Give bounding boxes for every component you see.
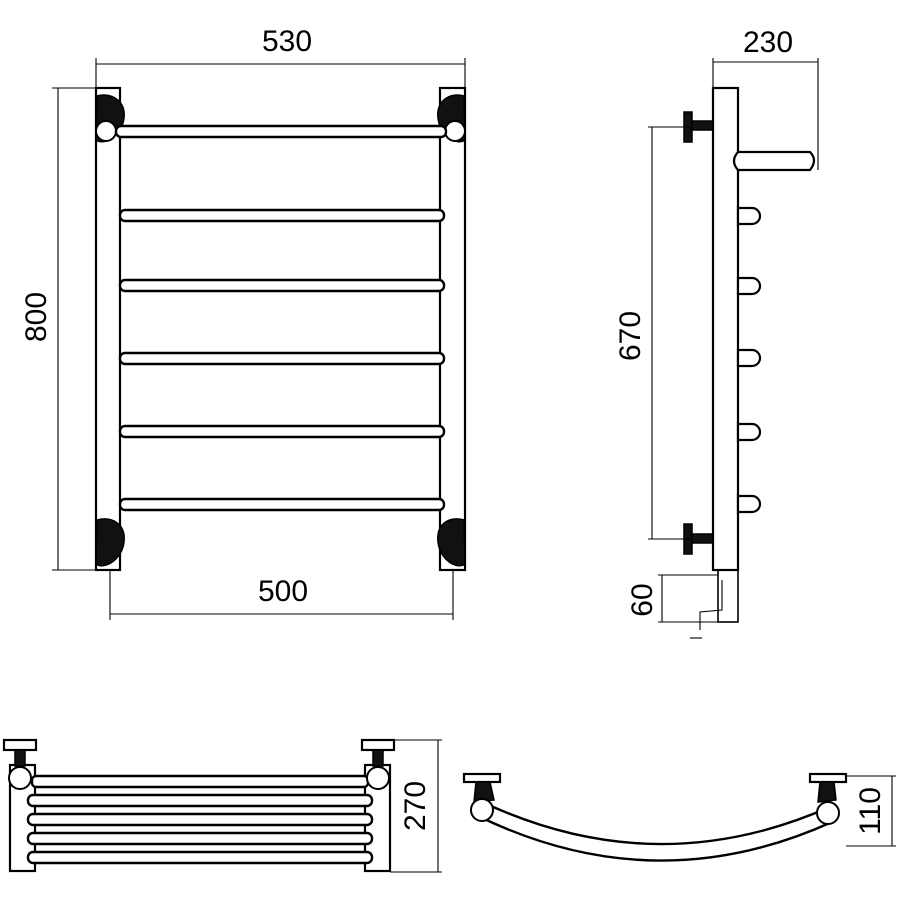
bracket-bottom-left bbox=[95, 518, 125, 567]
left-post bbox=[94, 86, 122, 572]
top-view-arc-rail bbox=[476, 798, 834, 862]
dim-label-800: 800 bbox=[20, 292, 53, 342]
dim-label-60: 60 bbox=[626, 583, 659, 616]
top-view-left-stem bbox=[473, 781, 495, 803]
dim-label-230: 230 bbox=[743, 26, 793, 59]
side-rail-end-3 bbox=[736, 348, 762, 368]
top-view: 110 bbox=[462, 772, 896, 862]
dim-label-670: 670 bbox=[614, 311, 647, 361]
dim-label-270: 270 bbox=[399, 781, 432, 831]
bracket-bottom-right bbox=[437, 518, 466, 567]
side-post bbox=[711, 86, 740, 572]
bracket-cap-top-left bbox=[95, 120, 117, 142]
dim-label-110: 110 bbox=[854, 787, 887, 835]
bracket-cap-top-right bbox=[444, 120, 466, 142]
rail-2 bbox=[118, 208, 446, 223]
bottom-view-rail-5 bbox=[26, 850, 374, 865]
bottom-view-left-joint bbox=[8, 766, 32, 790]
side-view: 230 670 60 bbox=[614, 26, 819, 639]
rail-1 bbox=[114, 124, 448, 139]
top-view-left-joint bbox=[470, 798, 494, 822]
side-rail-end-2 bbox=[736, 276, 762, 296]
bottom-view-rail-4 bbox=[26, 831, 374, 846]
dim-label-530: 530 bbox=[262, 25, 312, 58]
bottom-view-right-stem bbox=[372, 749, 384, 767]
right-post bbox=[438, 86, 467, 572]
top-view-right-plate bbox=[808, 772, 848, 784]
side-bracket-bottom-arm bbox=[691, 533, 714, 544]
side-rail-end-4 bbox=[736, 422, 762, 442]
top-view-right-stem bbox=[817, 781, 837, 803]
bottom-view-left-stem bbox=[14, 749, 26, 767]
rail-5 bbox=[118, 424, 446, 439]
side-rail-end-5 bbox=[736, 494, 762, 514]
bottom-view-right-joint bbox=[366, 766, 390, 790]
bottom-view: 270 bbox=[2, 738, 442, 873]
front-view: 530 800 500 bbox=[20, 25, 467, 620]
side-bottom-pipe bbox=[699, 580, 723, 630]
rail-3 bbox=[118, 278, 446, 293]
rail-6 bbox=[118, 497, 446, 512]
dim-label-500: 500 bbox=[258, 575, 308, 608]
top-view-right-joint bbox=[816, 801, 840, 825]
top-view-left-plate bbox=[462, 772, 502, 784]
bottom-view-right-cap bbox=[360, 738, 396, 752]
rail-4 bbox=[118, 351, 446, 366]
bottom-view-rail-1 bbox=[30, 774, 370, 789]
side-top-rail bbox=[732, 150, 816, 172]
bottom-view-rail-2 bbox=[26, 793, 374, 808]
side-bracket-top-arm bbox=[691, 120, 714, 131]
bottom-view-left-cap bbox=[2, 738, 38, 752]
bottom-view-rail-3 bbox=[26, 812, 374, 827]
side-rail-end-1 bbox=[736, 206, 762, 226]
side-bottom-valve bbox=[717, 569, 739, 623]
